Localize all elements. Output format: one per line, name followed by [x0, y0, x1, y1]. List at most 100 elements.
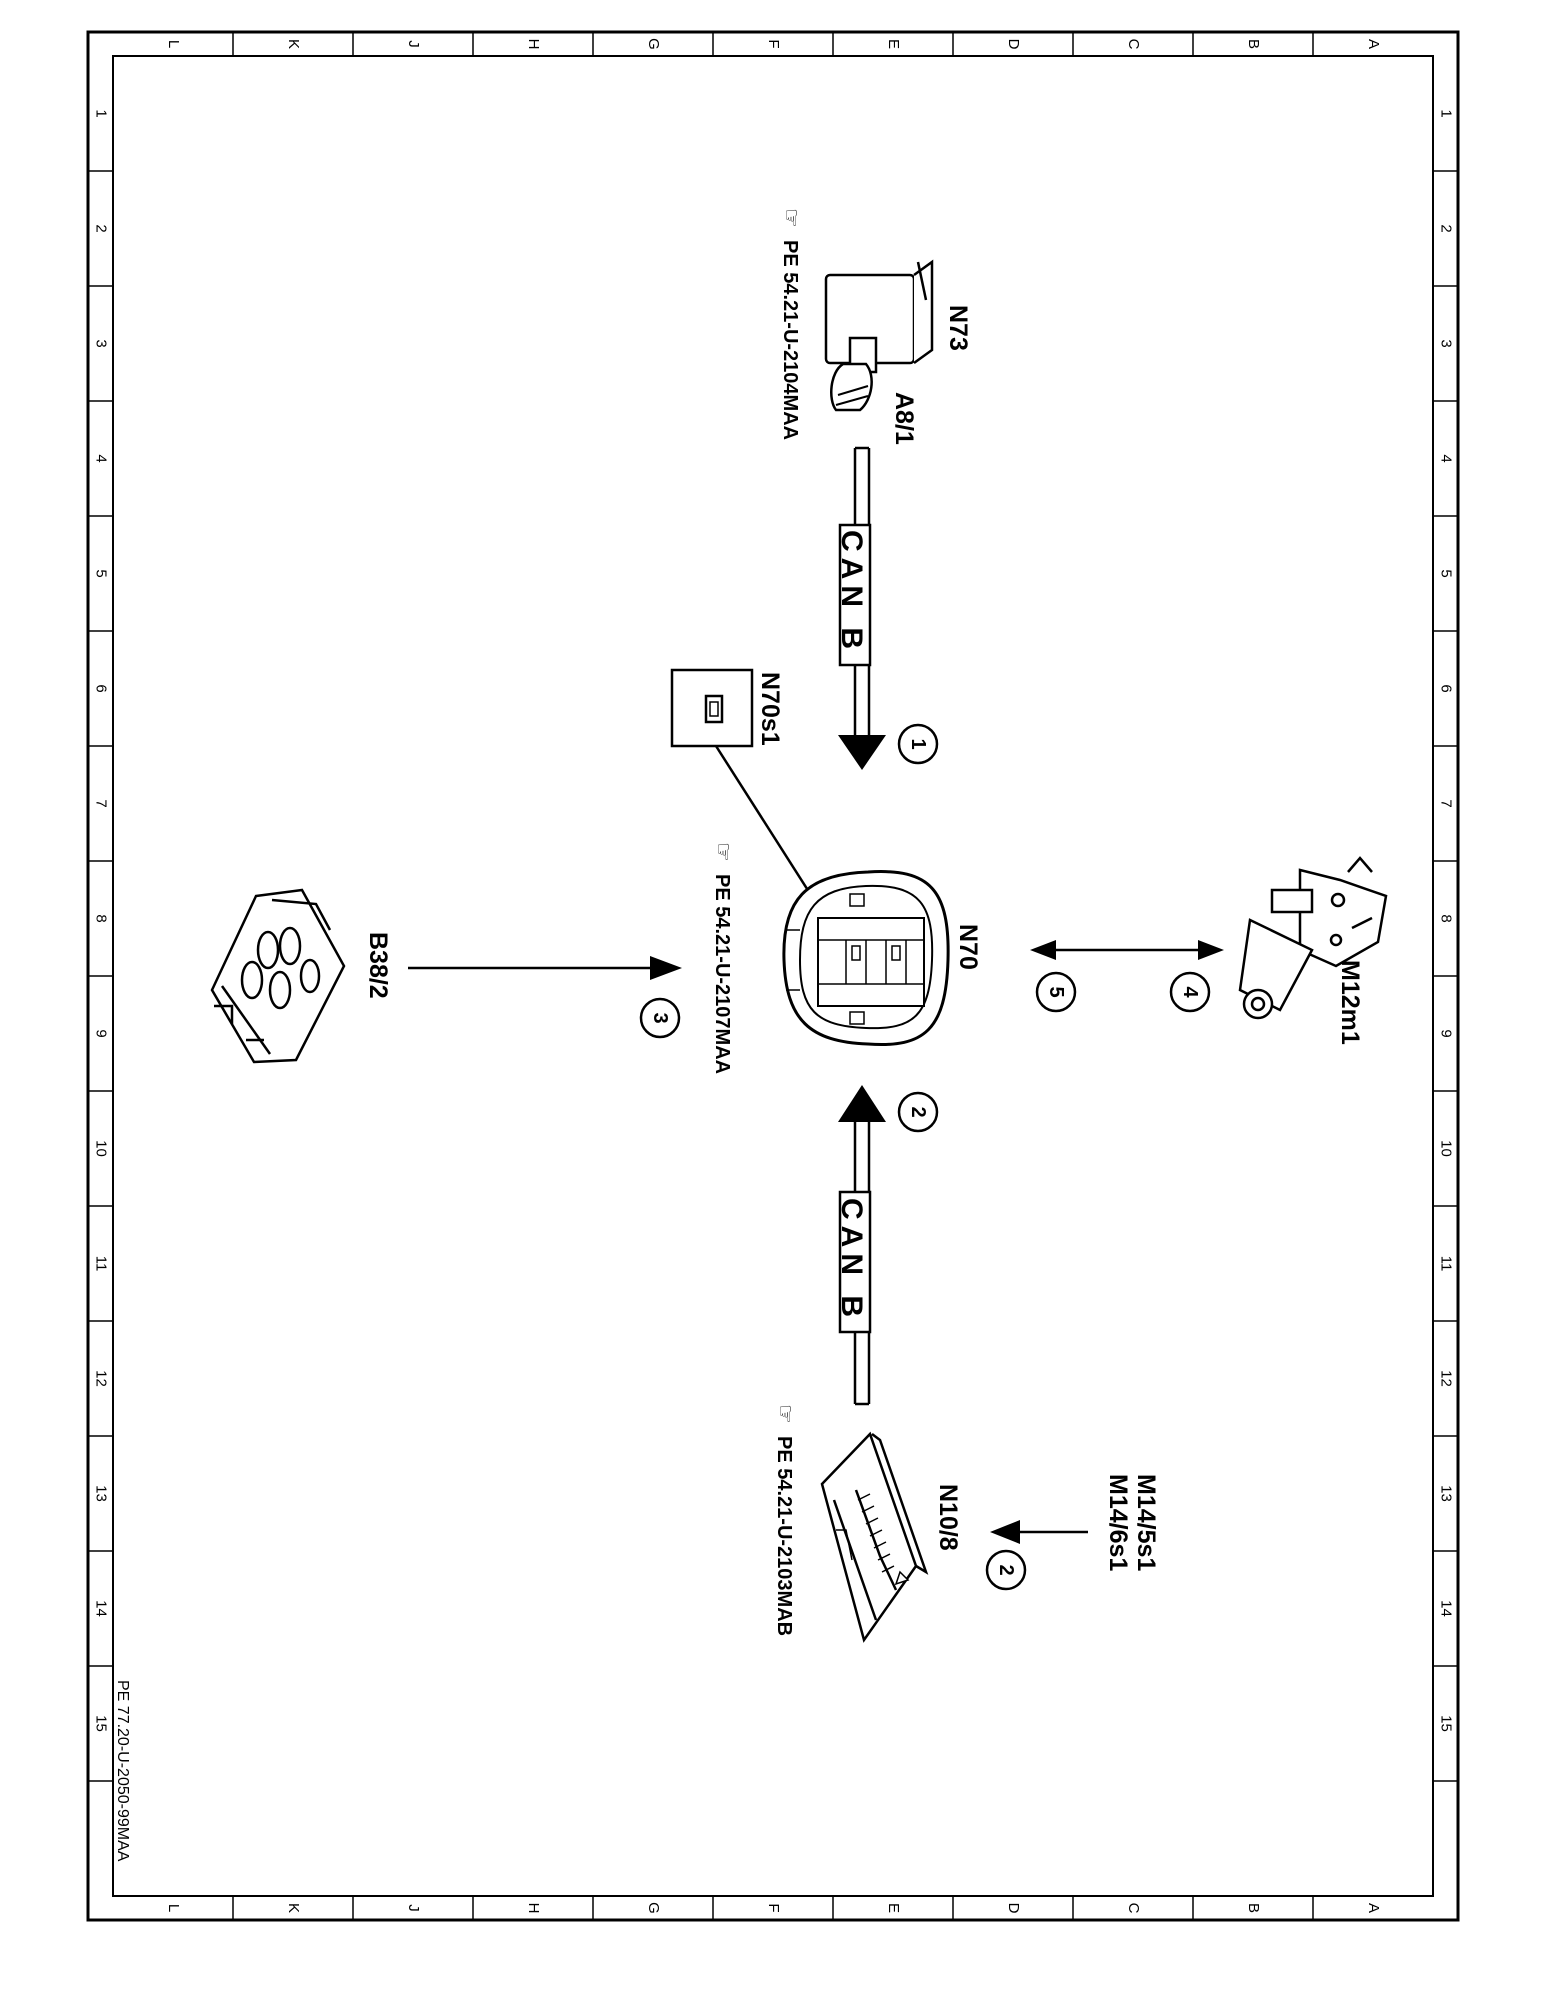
grid-row-label-left: 5 — [93, 569, 110, 577]
document-id: PE 77.20-U-2050-99MAA — [114, 1680, 131, 1862]
b38-2-sensor-icon — [210, 888, 346, 1064]
m14-to-n10-8-arrow — [990, 1520, 1088, 1544]
grid-row-label-right: 5 — [1438, 569, 1455, 577]
signal-4-badge: 4 — [1169, 971, 1211, 1013]
grid-row-label-left: 11 — [93, 1256, 110, 1272]
grid-row-label-left: 7 — [93, 799, 110, 807]
grid-column-label-bottom: L — [165, 1904, 182, 1912]
hand-pointer-icon-3: ☞ — [773, 1404, 798, 1424]
grid-column-label-bottom: A — [1365, 1903, 1382, 1913]
grid-column-label-bottom: C — [1125, 1903, 1142, 1914]
n70-overhead-control-panel-icon — [782, 870, 950, 1047]
svg-text:2: 2 — [995, 1564, 1017, 1575]
n70-label: N70 — [954, 924, 982, 970]
n70-reference: ☞ PE 54.21-U-2107MAA — [711, 842, 736, 1074]
n10-8-reference: ☞ PE 54.21-U-2103MAB — [773, 1404, 798, 1636]
grid-row-label-left: 15 — [93, 1715, 110, 1732]
svg-text:4: 4 — [1179, 986, 1201, 998]
border-grid-ticks — [88, 32, 1458, 1920]
grid-column-label-top: E — [885, 39, 902, 49]
svg-text:1: 1 — [907, 738, 929, 749]
grid-row-label-left: 14 — [93, 1600, 110, 1617]
grid-column-label-top: C — [1125, 39, 1142, 50]
grid-column-label-bottom: G — [645, 1902, 662, 1914]
n70s1-switch-icon — [670, 668, 754, 748]
signal-5-badge: 5 — [1035, 971, 1077, 1013]
m14-5s1-label: M14/5s1 — [1132, 1474, 1160, 1571]
grid-row-label-right: 13 — [1438, 1485, 1455, 1502]
grid-row-label-left: 1 — [93, 109, 110, 117]
n10-8-module-icon — [820, 1431, 929, 1643]
n73-reference-text: PE 54.21-U-2104MAA — [779, 240, 801, 440]
grid-column-label-top: A — [1365, 39, 1382, 49]
n70-reference-text: PE 54.21-U-2107MAA — [711, 874, 733, 1074]
grid-column-label-bottom: F — [765, 1903, 782, 1912]
grid-row-label-right: 7 — [1438, 799, 1455, 807]
grid-column-label-top: B — [1245, 39, 1262, 49]
grid-row-label-left: 2 — [93, 224, 110, 232]
can-bus-upper-arrowhead — [838, 735, 886, 770]
svg-text:2: 2 — [907, 1106, 929, 1117]
signal-2-lower-badge: 2 — [985, 1549, 1027, 1591]
can-bus-lower: CAN B — [835, 1085, 886, 1406]
hand-pointer-icon: ☞ — [779, 208, 804, 228]
grid-column-label-top: J — [405, 40, 422, 48]
a8-1-label: A8/1 — [890, 392, 918, 445]
grid-row-label-left: 10 — [93, 1140, 110, 1157]
grid-column-label-top: H — [525, 39, 542, 50]
grid-row-label-left: 12 — [93, 1370, 110, 1387]
grid-row-label-right: 14 — [1438, 1600, 1455, 1617]
m12m1-label: M12m1 — [1336, 960, 1364, 1045]
m14-6s1-label: M14/6s1 — [1104, 1474, 1132, 1571]
grid-row-label-left: 3 — [93, 339, 110, 347]
grid-row-label-right: 4 — [1438, 454, 1455, 462]
grid-row-label-right: 15 — [1438, 1715, 1455, 1732]
n70s1-label: N70s1 — [756, 672, 784, 746]
grid-row-label-right: 6 — [1438, 684, 1455, 692]
grid-row-label-left: 9 — [93, 1029, 110, 1037]
grid-row-label-right: 11 — [1438, 1256, 1455, 1272]
grid-row-label-left: 6 — [93, 684, 110, 692]
hand-pointer-icon-2: ☞ — [711, 842, 736, 862]
n10-8-label: N10/8 — [934, 1484, 962, 1551]
grid-column-label-bottom: H — [525, 1903, 542, 1914]
n70-m12m1-bidirectional-arrow — [1030, 940, 1224, 960]
n10-8-reference-text: PE 54.21-U-2103MAB — [773, 1436, 795, 1636]
signal-1-badge: 1 — [897, 723, 939, 765]
grid-column-label-bottom: E — [885, 1903, 902, 1913]
signal-2-upper-badge: 2 — [897, 1091, 939, 1133]
grid-row-label-right: 1 — [1438, 109, 1455, 117]
grid-column-label-bottom: B — [1245, 1903, 1262, 1913]
grid-row-label-right: 8 — [1438, 914, 1455, 922]
grid-column-label-bottom: D — [1005, 1903, 1022, 1914]
grid-row-label-left: 13 — [93, 1485, 110, 1502]
svg-text:5: 5 — [1045, 986, 1067, 997]
svg-text:3: 3 — [649, 1012, 671, 1023]
can-b-lower-label: CAN B — [835, 1198, 868, 1323]
grid-column-label-bottom: K — [285, 1903, 302, 1913]
n73-label: N73 — [944, 305, 972, 351]
can-bus-upper: CAN B — [835, 446, 886, 770]
signal-3-badge: 3 — [639, 997, 681, 1039]
grid-row-label-right: 12 — [1438, 1370, 1455, 1387]
grid-column-label-top: G — [645, 38, 662, 50]
n73-ignition-switch-icon — [824, 259, 934, 412]
grid-column-label-top: D — [1005, 39, 1022, 50]
can-b-upper-label: CAN B — [835, 530, 868, 655]
grid-row-label-right: 3 — [1438, 339, 1455, 347]
grid-row-label-right: 2 — [1438, 224, 1455, 232]
grid-column-label-top: L — [165, 40, 182, 48]
b38-2-label: B38/2 — [364, 932, 392, 999]
grid-column-label-bottom: J — [405, 1904, 422, 1912]
grid-row-label-right: 10 — [1438, 1140, 1455, 1157]
grid-column-label-top: F — [765, 39, 782, 48]
grid-row-label-left: 8 — [93, 914, 110, 922]
b38-2-to-n70-arrow — [408, 956, 682, 980]
grid-row-label-right: 9 — [1438, 1029, 1455, 1037]
n73-reference: ☞ PE 54.21-U-2104MAA — [779, 208, 804, 440]
can-bus-lower-arrowhead — [838, 1085, 886, 1122]
grid-row-label-left: 4 — [93, 454, 110, 462]
grid-column-label-top: K — [285, 39, 302, 49]
